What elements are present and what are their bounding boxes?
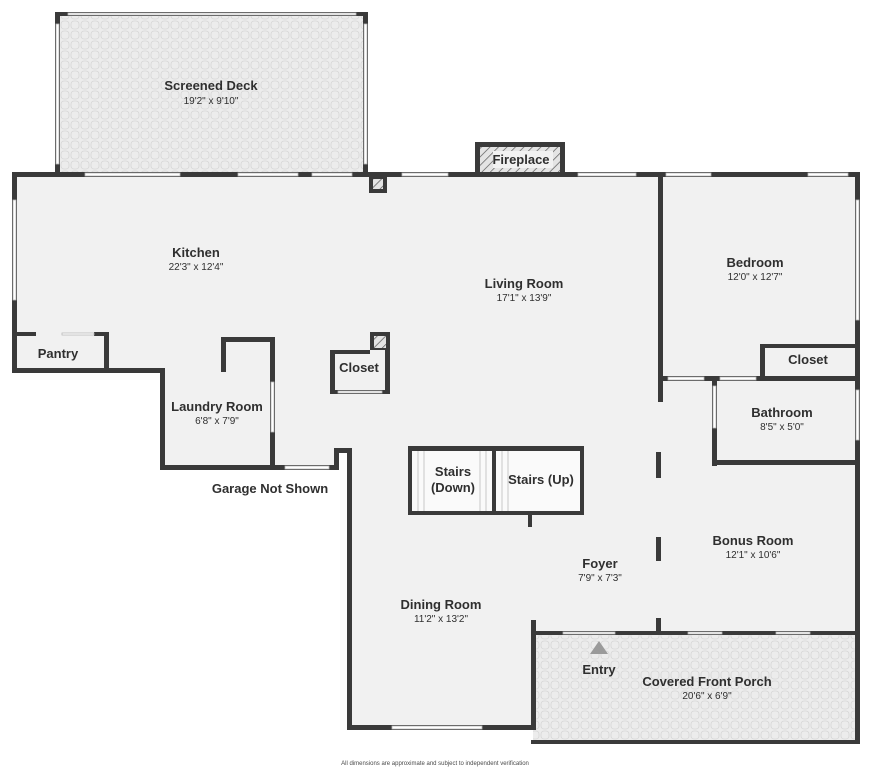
stairs-down-line1: Stairs [435,464,471,479]
closet-bedroom-name: Closet [788,352,828,367]
entry-arrow-icon [590,641,608,654]
fireplace: Fireplace [475,142,565,176]
windows [12,172,860,730]
laundry-room-name: Laundry Room [171,399,263,414]
stairs-treads [412,451,580,511]
footnote: All dimensions are approximate and subje… [341,761,529,767]
garage-note: Garage Not Shown [212,481,328,496]
screened-deck-dims: 19'2" x 9'10" [184,96,239,107]
dining-room-dims: 11'2" x 13'2" [414,614,469,625]
living-room-name: Living Room [485,276,564,291]
foyer-name: Foyer [582,556,617,571]
kitchen-dims: 22'3" x 12'4" [169,262,224,273]
bathroom-dims: 8'5" x 5'0" [760,422,804,433]
closet-center-name: Closet [339,360,379,375]
fireplace-label: Fireplace [492,152,549,167]
kitchen-name: Kitchen [172,245,220,260]
screened-deck-floor [60,16,366,174]
bathroom-name: Bathroom [751,405,812,420]
entry-label: Entry [582,662,616,677]
pantry-name: Pantry [38,346,79,361]
bedroom-name: Bedroom [726,255,783,270]
foyer-dims: 7'9" x 7'3" [578,573,622,584]
covered-front-porch-dims: 20'6" x 6'9" [682,691,732,702]
covered-front-porch-floor [533,633,858,743]
stairs-up-name: Stairs (Up) [508,472,574,487]
stairs-down-line2: (Down) [431,480,475,495]
bonus-room-name: Bonus Room [713,533,794,548]
dining-room-name: Dining Room [401,597,482,612]
room-labels: Screened Deck 19'2" x 9'10" Kitchen 22'3… [38,78,829,767]
bonus-room-dims: 12'1" x 10'6" [726,550,781,561]
bedroom-dims: 12'0" x 12'7" [728,272,783,283]
screened-deck-name: Screened Deck [164,78,258,93]
laundry-room-dims: 6'8" x 7'9" [195,416,239,427]
covered-front-porch-name: Covered Front Porch [642,674,771,689]
living-room-dims: 17'1" x 13'9" [497,293,552,304]
screened-deck-walls [55,12,368,174]
